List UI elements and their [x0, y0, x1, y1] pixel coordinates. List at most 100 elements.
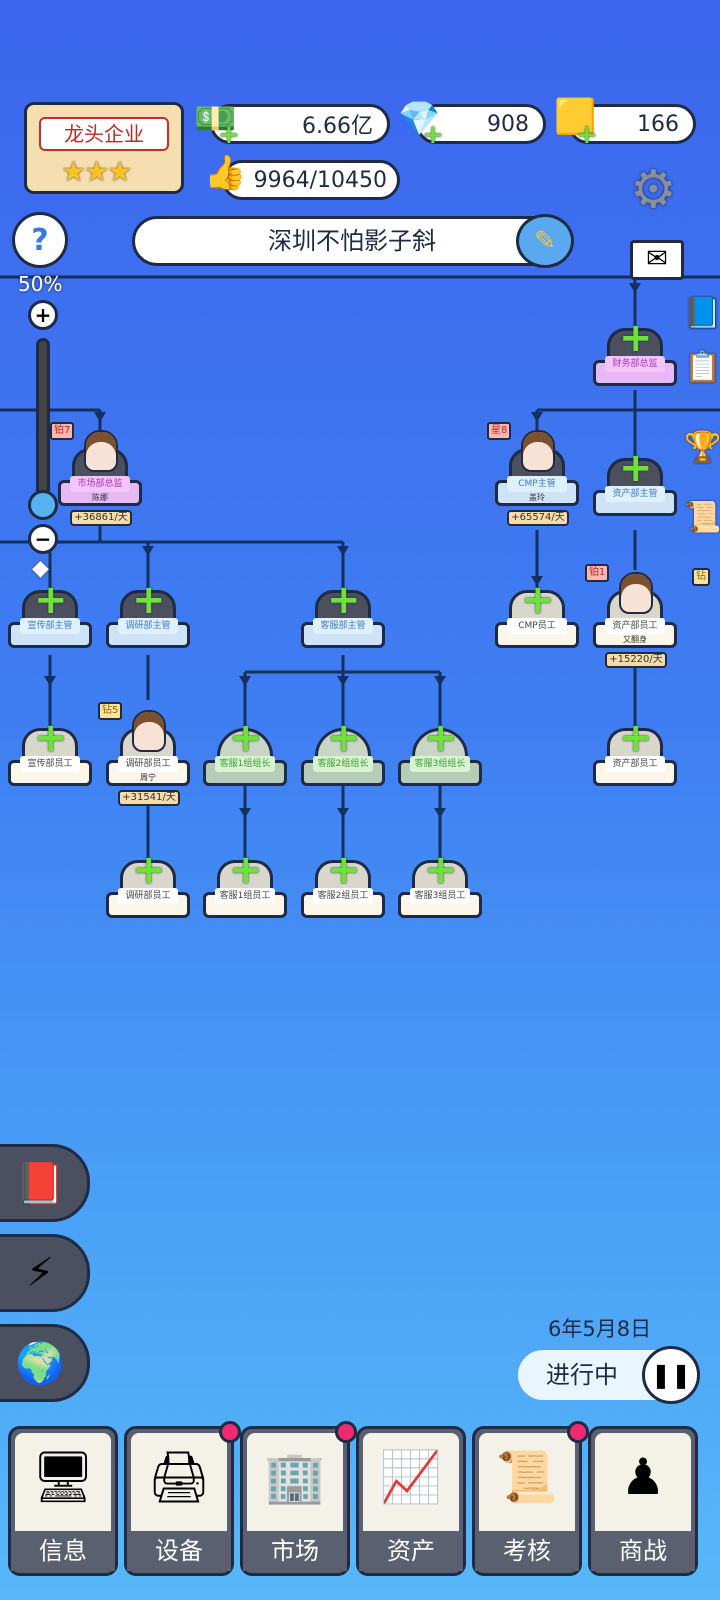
- company-name-field[interactable]: 深圳不怕影子斜: [132, 216, 572, 266]
- money-value: 6.66亿: [302, 114, 373, 139]
- org-node-research-staff[interactable]: +调研部员工: [106, 847, 190, 942]
- org-node-finance-director[interactable]: +财务部总监: [593, 315, 677, 410]
- diamond-value: 908: [487, 111, 529, 137]
- diamond-counter[interactable]: 908: [416, 104, 546, 144]
- employee-name: 周宁: [140, 773, 156, 782]
- daily-income: +15220/天: [605, 652, 667, 668]
- org-node-service-team2-leader[interactable]: +客服2组组长: [301, 715, 385, 810]
- position-label: 市场部总监: [70, 476, 130, 492]
- org-node-service-team3-leader[interactable]: +客服3组组长: [398, 715, 482, 810]
- bottom-nav: 🖥 信息 🖨设备 🏢市场 📈 资产 📜考核 ♟商战: [0, 1418, 720, 1600]
- book-icon[interactable]: 📘: [684, 296, 720, 331]
- daily-income: +65574/天: [507, 510, 569, 526]
- hire-plus-icon[interactable]: +: [424, 847, 458, 893]
- help-icon[interactable]: ?: [12, 212, 68, 268]
- nav-label: 考核: [475, 1531, 579, 1571]
- org-node-service-supervisor[interactable]: +客服部主管: [301, 577, 385, 672]
- employee-avatar: [132, 710, 166, 752]
- employee-name: 陈娜: [92, 493, 108, 502]
- growth-chart-icon: 📈: [379, 1448, 443, 1506]
- org-node-asset-staff[interactable]: +资产部员工: [593, 715, 677, 810]
- hire-plus-icon[interactable]: +: [229, 847, 263, 893]
- org-node-service-team1-staff[interactable]: +客服1组员工: [203, 847, 287, 942]
- position-label: 财务部总监: [605, 356, 665, 372]
- hire-plus-icon[interactable]: +: [327, 847, 361, 893]
- gold-bar-icon: 🟨: [554, 97, 597, 137]
- hire-plus-icon[interactable]: +: [327, 577, 361, 623]
- employee-avatar: [521, 430, 555, 472]
- position-label: 调研部主管: [118, 618, 178, 634]
- org-node-service-team3-staff[interactable]: +客服3组员工: [398, 847, 482, 942]
- nav-label: 信息: [11, 1531, 115, 1571]
- nav-tab-assets[interactable]: 📈 资产: [356, 1426, 466, 1576]
- nav-label: 资产: [359, 1531, 463, 1571]
- position-label: 调研部员工: [118, 756, 178, 772]
- hire-plus-icon[interactable]: +: [132, 847, 166, 893]
- hire-plus-icon[interactable]: +: [229, 715, 263, 761]
- globe-location-icon: 🌍: [15, 1340, 65, 1387]
- org-node-market-director[interactable]: 铂7 市场部总监陈娜 +36861/天: [50, 422, 142, 530]
- side-button-certificate[interactable]: 📕: [0, 1144, 90, 1222]
- money-counter[interactable]: 6.66亿: [210, 104, 390, 144]
- nav-tab-info[interactable]: 🖥 信息: [8, 1426, 118, 1576]
- hire-plus-icon[interactable]: +: [619, 315, 653, 361]
- org-node-cmp-staff[interactable]: +CMP员工: [495, 577, 579, 672]
- org-node-service-team1-leader[interactable]: +客服1组组长: [203, 715, 287, 810]
- org-node-pr-supervisor[interactable]: +宣传部主管: [8, 577, 92, 672]
- zoom-slider-track[interactable]: [36, 338, 50, 502]
- trophy-icon[interactable]: 🏆: [684, 430, 720, 465]
- org-chart-connectors: [0, 275, 720, 860]
- rank-badge: 铂7: [50, 422, 75, 440]
- scroll-icon[interactable]: 📜: [684, 500, 720, 535]
- gold-counter[interactable]: 166: [568, 104, 696, 144]
- position-label: 宣传部主管: [20, 618, 80, 634]
- add-gold-icon[interactable]: +: [576, 120, 598, 150]
- add-diamond-icon[interactable]: +: [422, 120, 444, 150]
- org-node-service-team2-staff[interactable]: +客服2组员工: [301, 847, 385, 942]
- hire-plus-icon[interactable]: +: [424, 715, 458, 761]
- settings-gear-icon[interactable]: ⚙: [630, 160, 677, 220]
- nav-label: 市场: [243, 1531, 347, 1571]
- hire-plus-icon[interactable]: +: [327, 715, 361, 761]
- position-label: 客服部主管: [313, 618, 373, 634]
- daily-income: +36861/天: [70, 510, 132, 526]
- position-label: CMP员工: [507, 618, 567, 634]
- zoom-slider-handle[interactable]: [28, 490, 58, 520]
- mail-icon[interactable]: ✉: [630, 240, 684, 280]
- monitor-icon: 🖥: [31, 1448, 95, 1506]
- position-label: 资产部员工: [605, 618, 665, 634]
- checklist-icon[interactable]: 📋: [684, 350, 720, 385]
- position-label: 调研部员工: [118, 888, 178, 904]
- hire-plus-icon[interactable]: +: [34, 577, 68, 623]
- nav-tab-review[interactable]: 📜考核: [472, 1421, 589, 1576]
- nav-tab-business-war[interactable]: ♟商战: [588, 1426, 698, 1576]
- chess-icon: ♟: [620, 1448, 666, 1506]
- hire-plus-icon[interactable]: +: [521, 577, 555, 623]
- company-rank-badge[interactable]: 龙头企业 ★★★: [24, 102, 184, 194]
- hire-plus-icon[interactable]: +: [619, 715, 653, 761]
- notification-dot: [335, 1421, 357, 1443]
- add-money-icon[interactable]: +: [218, 120, 240, 150]
- edit-pencil-icon[interactable]: ✎: [516, 214, 574, 268]
- employee-avatar: [84, 430, 118, 472]
- zoom-out-button[interactable]: −: [28, 524, 58, 554]
- hire-plus-icon[interactable]: +: [34, 715, 68, 761]
- org-node-asset-supervisor[interactable]: +资产部主管: [593, 445, 677, 540]
- rank-badge: 星8: [487, 422, 512, 440]
- org-node-research-supervisor[interactable]: +调研部主管: [106, 577, 190, 672]
- position-label: CMP主管: [507, 476, 567, 492]
- zoom-in-button[interactable]: +: [28, 300, 58, 330]
- pause-button[interactable]: ❚❚: [642, 1346, 700, 1404]
- side-button-boost[interactable]: ⚡: [0, 1234, 90, 1312]
- locate-icon[interactable]: ◆: [32, 556, 49, 581]
- hire-plus-icon[interactable]: +: [132, 577, 166, 623]
- nav-tab-equipment[interactable]: 🖨设备: [124, 1421, 241, 1576]
- side-button-map[interactable]: 🌍: [0, 1324, 90, 1402]
- position-label: 客服2组员工: [313, 888, 373, 904]
- nav-tab-market[interactable]: 🏢市场: [240, 1421, 357, 1576]
- org-node-pr-staff[interactable]: +宣传部员工: [8, 715, 92, 810]
- hire-plus-icon[interactable]: +: [619, 445, 653, 491]
